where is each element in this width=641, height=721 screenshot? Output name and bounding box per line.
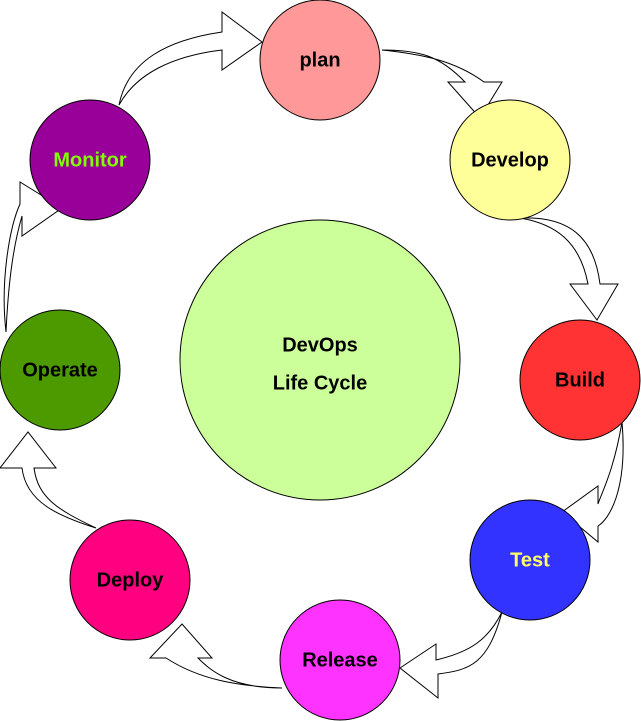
stage-build: Build <box>519 319 641 441</box>
center-title-line1: DevOps <box>282 334 358 356</box>
stage-circle-plan <box>259 0 381 121</box>
arrow-plan-to-develop <box>381 49 503 119</box>
stage-circle-monitor <box>29 99 151 221</box>
stage-label-develop: Develop <box>471 149 549 171</box>
stage-monitor: Monitor <box>29 99 151 221</box>
stage-release: Release <box>279 599 401 721</box>
center-node: DevOps Life Cycle <box>179 219 461 501</box>
arrow-develop-to-build <box>519 217 619 321</box>
center-circle <box>179 219 461 501</box>
arrow-monitor-to-plan <box>118 11 263 106</box>
stage-circle-build <box>519 319 641 441</box>
stage-develop: Develop <box>449 99 571 221</box>
stage-label-operate: Operate <box>22 359 98 381</box>
stage-label-plan: plan <box>299 49 340 71</box>
stage-test: Test <box>469 499 591 621</box>
stage-label-deploy: Deploy <box>97 569 165 591</box>
arrow-release-to-deploy <box>148 623 283 689</box>
arrow-test-to-release <box>399 611 503 700</box>
stage-circle-operate <box>0 309 121 431</box>
arrow-deploy-to-operate <box>0 431 97 529</box>
stage-label-release: Release <box>302 649 378 671</box>
stage-circle-test <box>469 499 591 621</box>
stage-label-monitor: Monitor <box>53 149 127 171</box>
stage-plan: plan <box>259 0 381 121</box>
stage-circle-release <box>279 599 401 721</box>
stage-label-test: Test <box>510 549 550 571</box>
stage-operate: Operate <box>0 309 121 431</box>
center-title-line2: Life Cycle <box>273 372 367 394</box>
stage-circle-deploy <box>69 519 191 641</box>
stage-circle-develop <box>449 99 571 221</box>
stage-deploy: Deploy <box>69 519 191 641</box>
stage-label-build: Build <box>555 369 605 391</box>
